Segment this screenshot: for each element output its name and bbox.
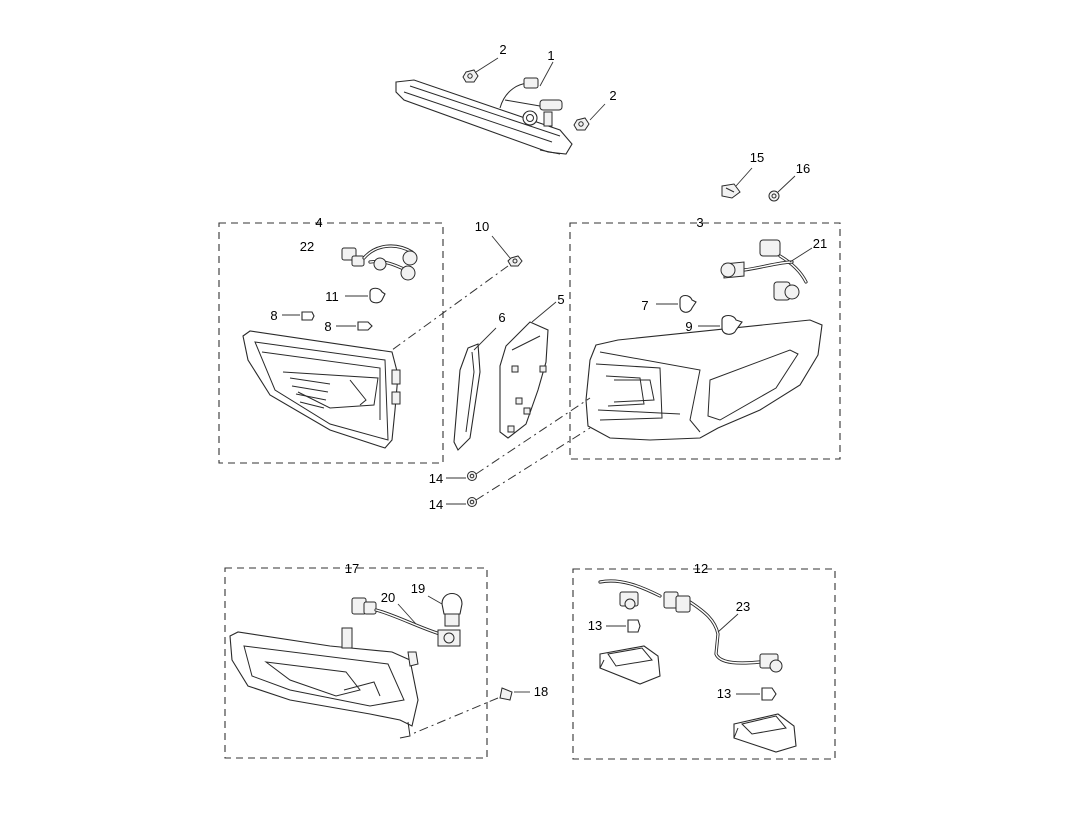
group-box-4 [218,222,444,464]
callout-13a: 13 [588,618,602,633]
callout-2b: 2 [609,88,616,103]
callout-23: 23 [736,599,750,614]
lamp-17 [229,627,419,739]
bulb-13a [606,619,641,633]
group-box-17 [224,567,488,759]
callout-14a: 14 [429,471,443,486]
bulb-8b [336,321,373,331]
callout-2a: 2 [499,42,506,57]
harness-23 [598,579,783,673]
callout-14b: 14 [429,497,443,512]
screw-14a [446,471,477,481]
bulb-9 [698,314,743,335]
callout-4: 4 [315,215,322,230]
stop-lamp-harness [499,77,563,127]
license-lamp-b [733,713,797,753]
callout-12: 12 [694,561,708,576]
callout-15: 15 [750,150,764,165]
callout-9: 9 [685,319,692,334]
callout-19: 19 [411,581,425,596]
screw-18 [499,687,530,701]
outer-tail-lamp [585,319,823,441]
bulb-7 [656,294,697,313]
high-mount-stop-lamp [395,79,573,155]
callout-5: 5 [557,292,564,307]
bulb-11 [345,287,386,304]
harness-22 [341,244,418,281]
bulb-13b [736,687,777,701]
callout-21: 21 [813,236,827,251]
clip-15 [721,183,741,199]
bulb-8a [282,311,315,321]
callout-7: 7 [641,298,648,313]
callout-10: 10 [475,219,489,234]
harness-21 [720,239,808,301]
inner-tail-lamp [242,330,401,449]
callout-3: 3 [696,215,703,230]
gasket-6 [453,343,481,451]
callout-11: 11 [325,289,339,304]
bulb-19 [441,592,463,627]
group-box-3 [569,222,841,460]
group-box-12 [572,568,836,760]
callout-6: 6 [498,310,505,325]
callout-18: 18 [534,684,548,699]
gasket-5 [499,321,549,439]
callout-16: 16 [796,161,810,176]
callout-1: 1 [547,48,554,63]
callout-8a: 8 [270,308,277,323]
harness-20 [351,597,461,647]
nut-10 [507,255,523,267]
callout-20: 20 [381,590,395,605]
nut-2a [462,69,479,83]
callout-8b: 8 [324,319,331,334]
callout-22: 22 [300,239,314,254]
screw-14b [446,497,477,507]
license-lamp-a [599,645,661,685]
nut-16 [768,190,780,202]
callout-13b: 13 [717,686,731,701]
nut-2b [573,117,590,131]
callout-17: 17 [345,561,359,576]
